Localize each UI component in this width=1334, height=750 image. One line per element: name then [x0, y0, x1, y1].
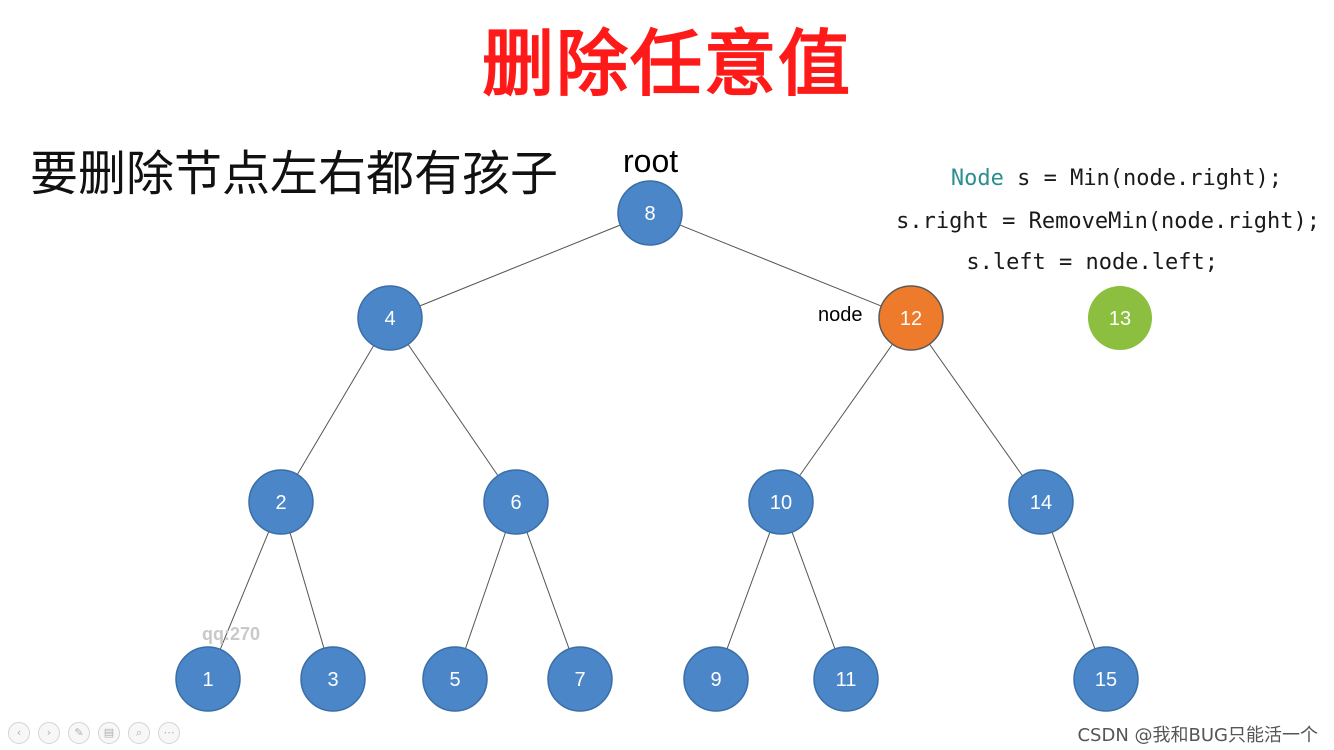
tree-node-circle	[1008, 469, 1074, 535]
tree-node-label: 12	[900, 308, 922, 330]
tree-edge-6-7	[526, 531, 570, 650]
zoom-icon[interactable]: ⌕	[128, 722, 150, 744]
tree-node-1: 1	[175, 646, 241, 712]
tree-node-label: 1	[202, 669, 213, 691]
tree-node-8: 8	[617, 180, 683, 246]
tree-edge-12-14	[929, 343, 1023, 477]
tree-node-circle	[357, 285, 423, 351]
tree-node-label: 8	[644, 203, 655, 225]
tree-node-circle	[483, 469, 549, 535]
tree-node-label: 6	[510, 492, 521, 514]
more-icon[interactable]: ⋯	[158, 722, 180, 744]
tree-edge-4-6	[407, 344, 499, 476]
tree-edge-14-15	[1051, 531, 1096, 650]
tree-node-label: 2	[275, 492, 286, 514]
tree-edge-8-12	[679, 224, 882, 307]
tree-node-circle	[1088, 286, 1152, 350]
tree-node-14: 14	[1008, 469, 1074, 535]
code-line-1: Node s = Min(node.right);	[951, 168, 1282, 190]
tree-node-circle	[683, 646, 749, 712]
tree-node-9: 9	[683, 646, 749, 712]
tree-node-circle	[248, 469, 314, 535]
tree-node-15: 15	[1073, 646, 1139, 712]
next-icon[interactable]: ›	[38, 722, 60, 744]
tree-node-circle	[547, 646, 613, 712]
tree-node-label: 13	[1109, 308, 1131, 330]
code-line-1-text: s = Min(node.right);	[1003, 166, 1282, 191]
tree-node-label: 3	[327, 669, 338, 691]
tree-node-label: 9	[710, 669, 721, 691]
tree-node-13: 13	[1088, 286, 1152, 350]
watermark: qq:270	[202, 624, 261, 644]
tree-node-circle	[813, 646, 879, 712]
page-title: 删除任意值	[481, 22, 852, 106]
tree-edge-8-4	[419, 224, 621, 307]
tree-node-label: 7	[574, 669, 585, 691]
tree-node-label: 5	[449, 669, 460, 691]
root-label: root	[623, 143, 679, 179]
code-keyword: Node	[950, 166, 1004, 191]
tree-edge-12-10	[799, 343, 893, 477]
tree-node-label: 10	[770, 492, 792, 514]
tree-edge-2-1	[219, 531, 270, 650]
tree-edge-10-9	[726, 531, 771, 650]
csdn-attribution: CSDN @我和BUG只能活一个	[1077, 725, 1318, 746]
pen-icon[interactable]: ✎	[68, 722, 90, 744]
tree-node-label: 15	[1095, 669, 1117, 691]
prev-icon[interactable]: ‹	[8, 722, 30, 744]
node-label: node	[818, 304, 863, 326]
tree-edge-4-2	[296, 345, 375, 475]
code-line-3: s.left = node.left;	[966, 250, 1218, 275]
tree-node-circle	[175, 646, 241, 712]
tree-node-5: 5	[422, 646, 488, 712]
tree-node-2: 2	[248, 469, 314, 535]
code-line-2: s.right = RemoveMin(node.right);	[896, 209, 1320, 234]
tree-node-circle	[422, 646, 488, 712]
tree-node-4: 4	[357, 285, 423, 351]
tree-node-11: 11	[813, 646, 879, 712]
slides-icon[interactable]: ▤	[98, 722, 120, 744]
tree-node-7: 7	[547, 646, 613, 712]
tree-node-circle	[617, 180, 683, 246]
tree-node-label: 11	[836, 669, 857, 691]
tree-node-circle	[748, 469, 814, 535]
presentation-toolbar: ‹ › ✎ ▤ ⌕ ⋯	[8, 722, 180, 744]
slide-subtitle: 要删除节点左右都有孩子	[30, 146, 559, 202]
tree-node-circle	[300, 646, 366, 712]
tree-node-circle	[1073, 646, 1139, 712]
tree-node-label: 14	[1030, 492, 1052, 514]
tree-node-circle	[878, 285, 944, 351]
tree-edge-2-3	[289, 532, 325, 649]
tree-node-10: 10	[748, 469, 814, 535]
tree-node-12: 12	[878, 285, 944, 351]
tree-node-6: 6	[483, 469, 549, 535]
tree-edge-6-5	[464, 532, 507, 649]
tree-node-3: 3	[300, 646, 366, 712]
tree-node-label: 4	[384, 308, 395, 330]
tree-edge-10-11	[791, 531, 836, 650]
